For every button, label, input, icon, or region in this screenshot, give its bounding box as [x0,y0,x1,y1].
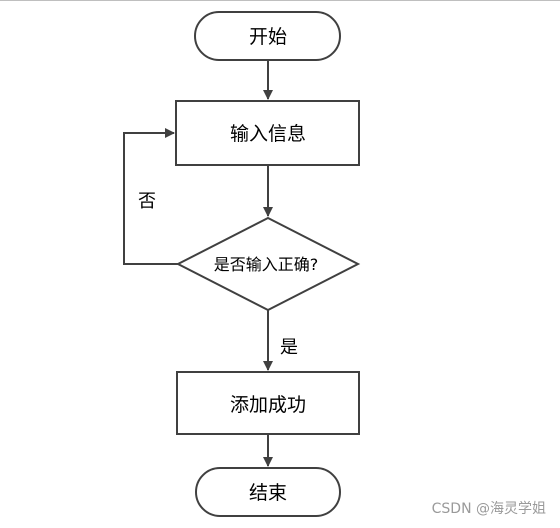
decision-label: 是否输入正确? [214,255,319,274]
start-node: 开始 [194,11,341,61]
input-node: 输入信息 [175,100,360,166]
success-node: 添加成功 [176,371,360,435]
watermark: CSDN @海灵学姐 [431,501,546,517]
success-label: 添加成功 [230,394,306,416]
top-border-line [0,0,560,1]
start-label: 开始 [249,26,287,48]
edge-label-yes: 是 [280,337,298,358]
input-label: 输入信息 [230,123,306,145]
edge-label-no: 否 [138,191,156,212]
end-node: 结束 [195,467,341,517]
decision-node: 是否输入正确? [175,216,361,312]
arrow-decision-no-loop [123,128,178,265]
end-label: 结束 [249,482,287,504]
